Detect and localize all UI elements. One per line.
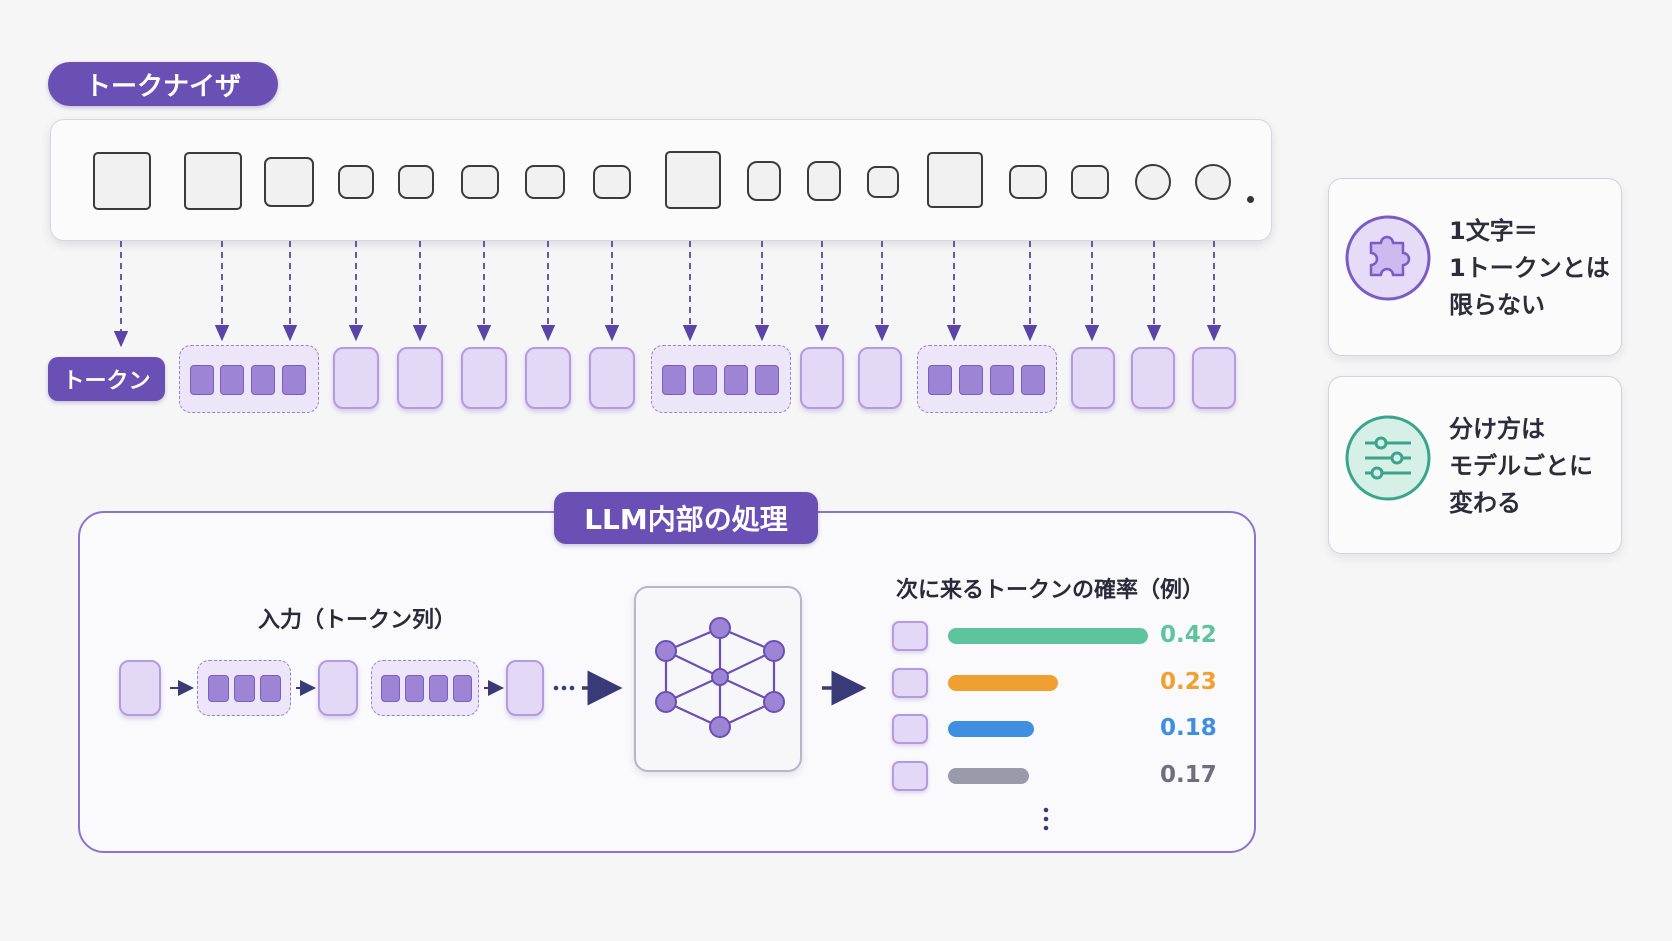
char-box (461, 165, 499, 199)
input-token (318, 660, 358, 716)
probability-value: 0.23 (1160, 669, 1217, 695)
probability-value: 0.42 (1160, 622, 1217, 648)
char-box (264, 157, 314, 207)
period-dot (1247, 196, 1254, 203)
neural-network-icon (655, 617, 785, 738)
input-token (119, 660, 161, 716)
probability-value: 0.17 (1160, 762, 1217, 788)
probability-bar (948, 675, 1058, 691)
subtoken (208, 675, 229, 702)
subtoken (1021, 365, 1045, 395)
char-box (747, 161, 781, 201)
token (858, 347, 902, 409)
char-box (525, 165, 565, 199)
probability-value: 0.18 (1160, 715, 1217, 741)
token-group (651, 345, 791, 413)
input-token (506, 660, 544, 716)
subtoken (251, 365, 275, 395)
llm-title: LLM内部の処理 (554, 492, 818, 544)
subtoken (260, 675, 281, 702)
char-box (1071, 165, 1109, 199)
probability-bar (948, 628, 1148, 644)
token-group (179, 345, 319, 413)
char-box (1195, 164, 1231, 200)
subtoken (928, 365, 952, 395)
char-box (665, 151, 721, 209)
subtoken (282, 365, 306, 395)
subtoken (990, 365, 1014, 395)
token (461, 347, 507, 409)
char-box (927, 152, 983, 208)
token (1131, 347, 1175, 409)
sliders-icon (1345, 415, 1431, 501)
subtoken (405, 675, 424, 702)
info-card-chars: 1文字＝ 1トークンとは 限らない (1328, 178, 1622, 356)
token (1192, 347, 1236, 409)
subtoken (693, 365, 717, 395)
info-card-text: 1文字＝ 1トークンとは 限らない (1449, 217, 1610, 319)
subtoken (453, 675, 472, 702)
token-group (917, 345, 1057, 413)
probability-bar (948, 768, 1029, 784)
puzzle-icon (1345, 215, 1431, 301)
subtoken (755, 365, 779, 395)
char-box (398, 165, 434, 199)
subtoken (429, 675, 448, 702)
token (397, 347, 443, 409)
probability-bar (948, 721, 1034, 737)
subtoken (959, 365, 983, 395)
subtoken (724, 365, 748, 395)
input-text-panel (50, 119, 1272, 241)
tokenizer-label: トークナイザ (48, 62, 278, 106)
input-token-group (371, 660, 479, 716)
char-box (184, 152, 242, 210)
token (589, 347, 635, 409)
probability-label: 次に来るトークンの確率（例） (896, 578, 1205, 603)
candidate-token (892, 621, 928, 651)
input-sequence-label: 入力（トークン列） (258, 608, 457, 633)
llm-model-box (634, 586, 802, 772)
candidate-token (892, 668, 928, 698)
token-label: トークン (48, 357, 165, 401)
candidate-token (892, 714, 928, 744)
char-box (867, 166, 899, 198)
info-card-text: 分け方は モデルごとに 変わる (1449, 415, 1593, 517)
subtoken (234, 675, 255, 702)
char-box (807, 161, 841, 201)
subtoken (220, 365, 244, 395)
subtoken (190, 365, 214, 395)
token (333, 347, 379, 409)
char-box (338, 165, 374, 199)
candidate-token (892, 761, 928, 791)
subtoken (662, 365, 686, 395)
token (800, 347, 844, 409)
char-box (93, 152, 151, 210)
info-card-model: 分け方は モデルごとに 変わる (1328, 376, 1622, 554)
char-box (1009, 165, 1047, 199)
more-dots (1043, 807, 1049, 831)
subtoken (381, 675, 400, 702)
token (525, 347, 571, 409)
token (1071, 347, 1115, 409)
input-token-group (197, 660, 291, 716)
char-box (1135, 164, 1171, 200)
char-box (593, 165, 631, 199)
